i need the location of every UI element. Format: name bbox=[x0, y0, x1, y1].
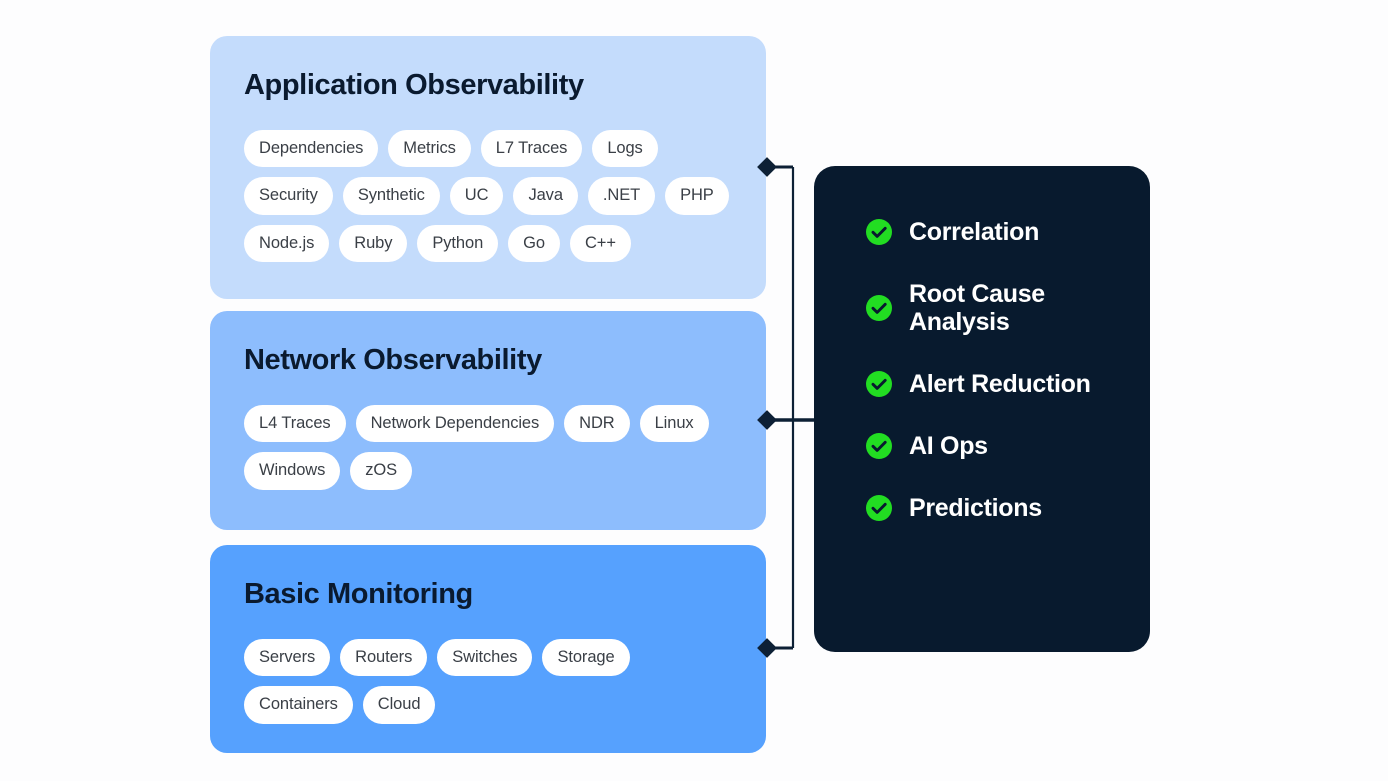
tag-pill[interactable]: UC bbox=[449, 177, 504, 215]
check-circle-icon bbox=[866, 295, 892, 321]
tag-pill[interactable]: Linux bbox=[639, 404, 709, 443]
tag-pill[interactable]: Metrics bbox=[388, 129, 471, 168]
tag-list: L4 Traces Network Dependencies NDR Linux… bbox=[244, 404, 736, 490]
check-circle-icon bbox=[866, 371, 892, 397]
card-title: Application Observability bbox=[244, 69, 584, 101]
card-title: Network Observability bbox=[244, 344, 542, 376]
tag-pill[interactable]: NDR bbox=[564, 404, 630, 443]
capability-item-correlation[interactable]: Correlation bbox=[866, 218, 1120, 246]
capability-item-ai-ops[interactable]: AI Ops bbox=[866, 432, 1120, 460]
tag-pill[interactable]: Containers bbox=[244, 686, 353, 724]
card-network-observability[interactable]: Network Observability L4 Traces Network … bbox=[210, 311, 766, 530]
tag-pill[interactable]: Windows bbox=[244, 452, 341, 490]
tag-pill[interactable]: zOS bbox=[350, 452, 413, 490]
tag-pill[interactable]: Ruby bbox=[339, 224, 408, 263]
tag-pill[interactable]: Dependencies bbox=[244, 129, 379, 168]
tag-pill[interactable]: Network Dependencies bbox=[355, 404, 555, 443]
tag-pill[interactable]: Python bbox=[417, 224, 499, 263]
capability-item-predictions[interactable]: Predictions bbox=[866, 494, 1120, 522]
tag-pill[interactable]: Servers bbox=[244, 638, 331, 677]
card-title: Basic Monitoring bbox=[244, 578, 473, 610]
tag-pill[interactable]: L4 Traces bbox=[244, 404, 346, 443]
check-circle-icon bbox=[866, 495, 892, 521]
tag-pill[interactable]: Synthetic bbox=[342, 177, 440, 215]
tag-pill[interactable]: C++ bbox=[569, 224, 631, 263]
tag-pill[interactable]: Storage bbox=[542, 638, 630, 677]
tag-pill[interactable]: Routers bbox=[340, 638, 428, 677]
capability-item-root-cause-analysis[interactable]: Root Cause Analysis bbox=[866, 280, 1120, 336]
capability-label: Root Cause Analysis bbox=[909, 280, 1045, 336]
card-application-observability[interactable]: Application Observability Dependencies M… bbox=[210, 36, 766, 299]
tag-pill[interactable]: Cloud bbox=[362, 686, 436, 724]
capability-item-alert-reduction[interactable]: Alert Reduction bbox=[866, 370, 1120, 398]
capability-label: Alert Reduction bbox=[909, 370, 1091, 398]
capability-label: AI Ops bbox=[909, 432, 988, 460]
capability-label: Predictions bbox=[909, 494, 1042, 522]
tag-pill[interactable]: .NET bbox=[587, 177, 656, 215]
tag-pill[interactable]: Security bbox=[244, 177, 333, 215]
tag-pill[interactable]: L7 Traces bbox=[480, 129, 583, 168]
card-basic-monitoring[interactable]: Basic Monitoring Servers Routers Switche… bbox=[210, 545, 766, 753]
check-circle-icon bbox=[866, 219, 892, 245]
tag-pill[interactable]: Switches bbox=[437, 638, 533, 677]
tag-list: Servers Routers Switches Storage Contain… bbox=[244, 638, 736, 724]
tag-pill[interactable]: Java bbox=[513, 177, 578, 215]
tag-list: Dependencies Metrics L7 Traces Logs Secu… bbox=[244, 129, 736, 263]
tag-pill[interactable]: PHP bbox=[665, 177, 729, 215]
tag-pill[interactable]: Node.js bbox=[244, 224, 330, 263]
capability-label: Correlation bbox=[909, 218, 1040, 246]
capabilities-panel: Correlation Root Cause Analysis Alert Re… bbox=[814, 166, 1150, 652]
tag-pill[interactable]: Logs bbox=[592, 129, 658, 168]
tag-pill[interactable]: Go bbox=[508, 224, 560, 263]
check-circle-icon bbox=[866, 433, 892, 459]
